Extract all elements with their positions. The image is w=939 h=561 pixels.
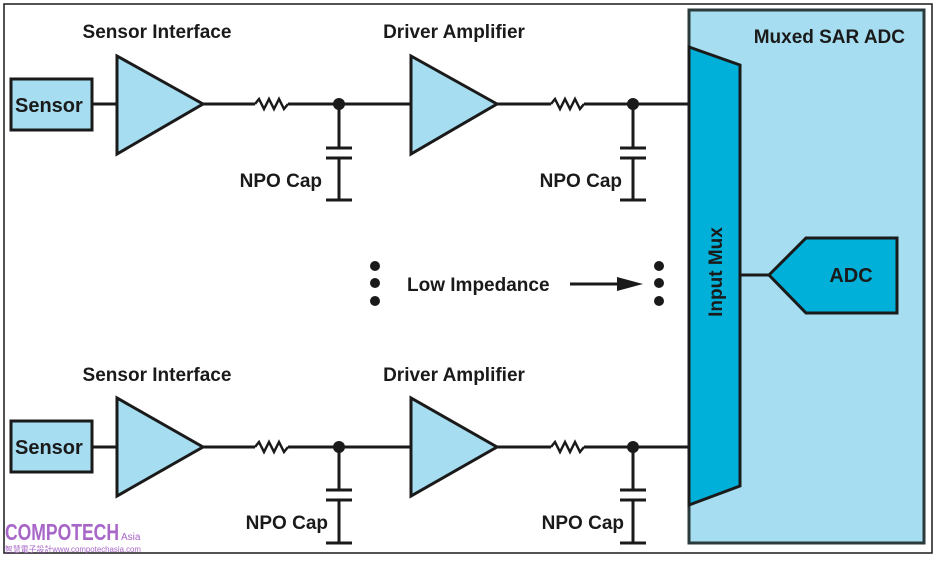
npo-capacitor-symbol: [326, 104, 352, 202]
sensor-interface-label: Sensor Interface: [83, 365, 232, 386]
ellipsis-dot: [370, 261, 380, 271]
resistor-symbol: [550, 96, 585, 112]
npo-cap-label: NPO Cap: [246, 513, 328, 534]
watermark-logo: COMPOTECH Asia 智慧電子設計www.compotechasia.c…: [5, 519, 141, 554]
driver-amplifier-label: Driver Amplifier: [383, 365, 525, 386]
watermark-brand-suffix: Asia: [121, 532, 141, 543]
sensor-label: Sensor: [15, 437, 83, 459]
channel-2: Sensor Interface Driver Amplifier Sensor…: [9, 365, 689, 545]
low-impedance-label: Low Impedance: [407, 275, 550, 296]
sensor-interface-label: Sensor Interface: [83, 22, 232, 43]
resistor-symbol: [254, 439, 289, 455]
driver-amplifier-label: Driver Amplifier: [383, 22, 525, 43]
adc-label: ADC: [829, 265, 872, 287]
ellipsis-dot: [654, 261, 664, 271]
ellipsis-dot: [370, 296, 380, 306]
ellipsis-row: Low Impedance: [370, 261, 664, 306]
resistor-symbol: [550, 439, 585, 455]
sensor-label: Sensor: [15, 95, 83, 117]
npo-cap-label: NPO Cap: [542, 513, 624, 534]
resistor-symbol: [254, 96, 289, 112]
ellipsis-dot: [654, 296, 664, 306]
ellipsis-dot: [654, 278, 664, 288]
channel-1: Sensor Interface Driver Amplifier Sensor…: [9, 22, 689, 202]
npo-capacitor-symbol: [620, 104, 646, 202]
watermark-tagline: 智慧電子設計www.compotechasia.com: [5, 544, 141, 554]
watermark-brand: COMPOTECH: [5, 519, 119, 545]
sensor-interface-amplifier: [115, 395, 207, 499]
arrow-head-icon: [617, 277, 643, 291]
driver-amplifier: [409, 395, 501, 499]
input-mux: [687, 44, 742, 508]
npo-capacitor-symbol: [620, 447, 646, 545]
adc-block: [766, 236, 899, 315]
npo-capacitor-symbol: [326, 447, 352, 545]
ellipsis-dot: [370, 278, 380, 288]
npo-cap-label: NPO Cap: [240, 171, 322, 192]
npo-cap-label: NPO Cap: [540, 171, 622, 192]
muxed-sar-adc-title: Muxed SAR ADC: [754, 27, 906, 48]
input-mux-label: Input Mux: [706, 227, 727, 317]
sensor-interface-amplifier: [115, 53, 207, 157]
driver-amplifier: [409, 53, 501, 157]
